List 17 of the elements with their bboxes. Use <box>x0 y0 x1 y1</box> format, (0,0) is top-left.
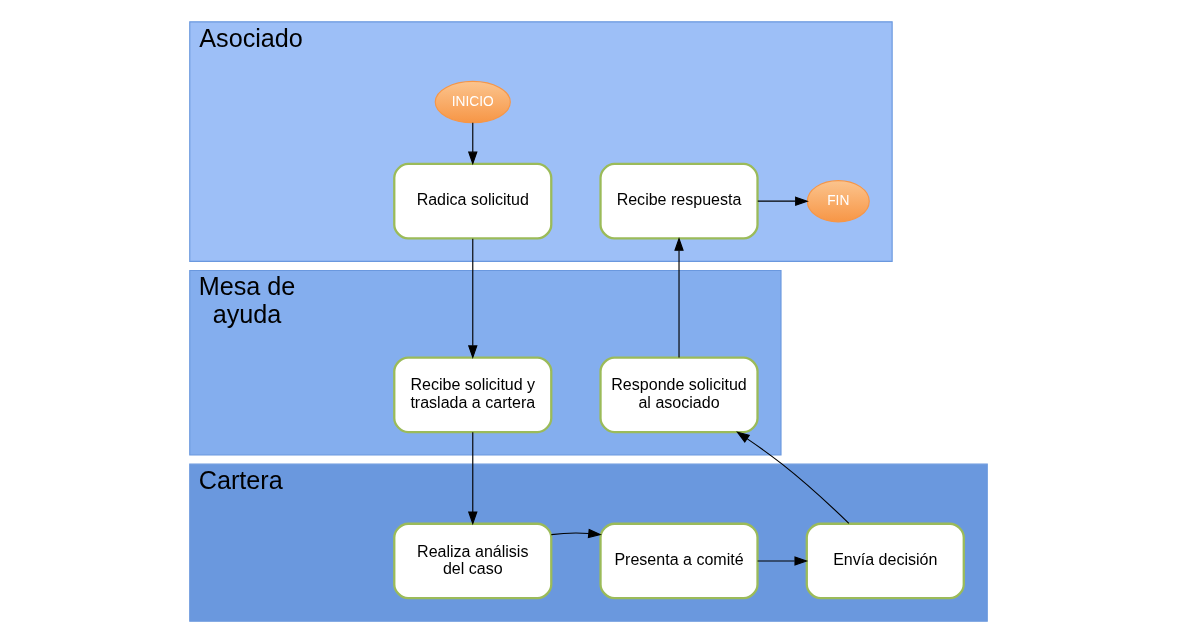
arrow <box>757 556 809 566</box>
node-box: Realiza análisis del caso <box>393 522 553 600</box>
node-box: Envía decisión <box>805 522 965 600</box>
node-box: Responde solicitud al asociado <box>599 356 759 434</box>
arrow <box>736 431 850 524</box>
arrow <box>467 431 478 526</box>
arrow <box>467 122 478 166</box>
node-box: Presenta a comité <box>599 522 759 600</box>
arrow <box>674 237 684 358</box>
node-ellipse: FIN <box>806 180 870 223</box>
node-box: Recibe solicitud y traslada a cartera <box>393 356 553 434</box>
node-ellipse: INICIO <box>434 80 511 124</box>
arrow <box>467 238 478 360</box>
node-box: Radica solicitud <box>393 162 553 240</box>
node-box: Recibe respuesta <box>599 162 759 240</box>
arrow <box>757 196 809 206</box>
arrow <box>550 528 602 539</box>
